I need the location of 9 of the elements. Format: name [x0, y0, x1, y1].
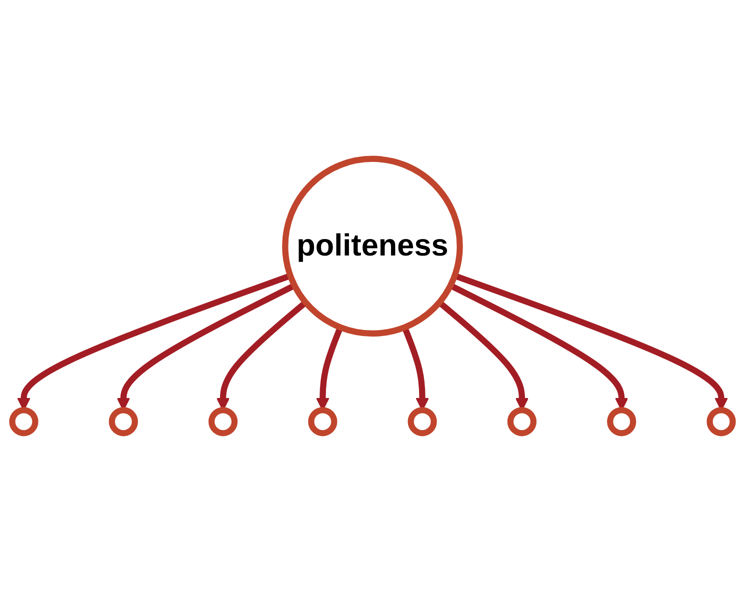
node-circle	[9, 407, 38, 436]
node-circle	[408, 407, 437, 436]
node-circle: politeness	[282, 156, 463, 337]
node-circle	[208, 407, 238, 436]
node-circle	[706, 407, 736, 436]
node-circle	[308, 407, 338, 436]
node-circle	[607, 407, 636, 436]
node-circle	[108, 407, 138, 436]
node-circle	[507, 407, 537, 436]
